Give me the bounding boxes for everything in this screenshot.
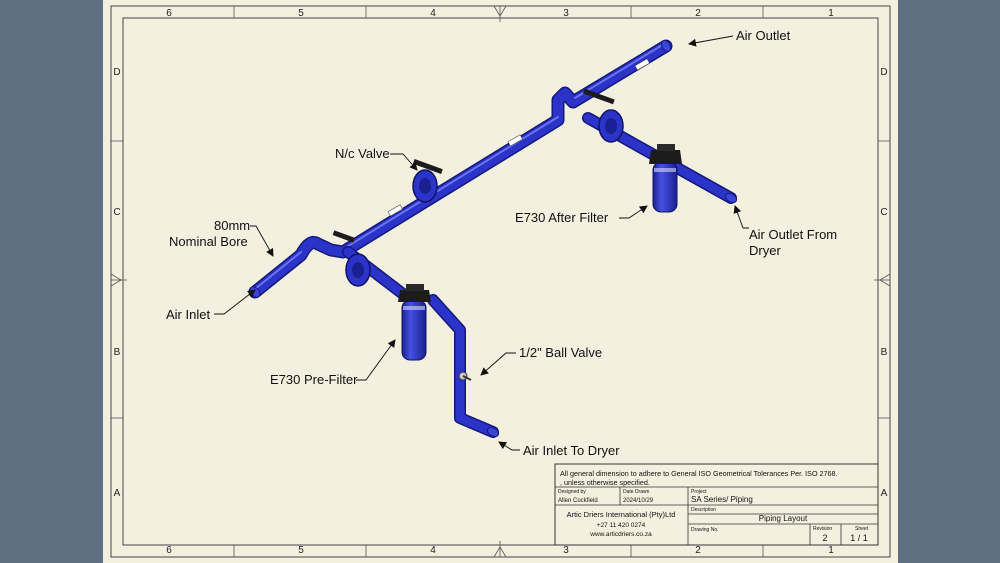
zone-col-bottom-1: 1 [828,545,834,556]
outer-border [110,5,891,558]
main-header-highlight [254,43,665,290]
zone-col-top-1: 1 [828,8,834,19]
flange-valve-outlet [582,88,624,143]
zone-row-left-d: D [113,67,120,78]
tb-sheet-label: Sheet [855,526,869,532]
prefilter-assembly [398,284,431,361]
zone-col-top-4: 4 [430,8,436,19]
tb-phone: +27 11 420 0274 [597,522,646,529]
zone-col-top-3: 3 [563,8,569,19]
tb-designed-by-label: Designed by [558,489,586,495]
callout-pre-filter: E730 Pre-Filter [270,372,358,387]
callout-air-inlet: Air Inlet [166,307,210,322]
inner-border [122,17,879,546]
zone-row-right-c: C [880,207,887,218]
zone-row-left-a: A [114,488,121,499]
zone-row-left-b: B [114,347,121,358]
tb-drawing-no-label: Drawing No. [691,527,719,533]
dryer-inlet-pipe-end [486,426,500,438]
callout-after-filter: E730 After Filter [515,210,609,225]
tb-description-label: Description [691,507,716,513]
tb-revision: 2 [822,533,827,543]
tb-description: Piping Layout [759,514,808,523]
zone-col-bottom-5: 5 [298,545,304,556]
tb-designed-by: Allen Cockfield [558,498,598,504]
zone-col-bottom-4: 4 [430,545,436,556]
callout-inlet-dryer: Air Inlet To Dryer [523,443,620,458]
tb-website: www.articdriers.co.za [589,531,652,538]
tb-company: Artic Driers International (Pty)Ltd [567,510,676,519]
tb-date: 2024/10/29 [623,498,654,504]
callout-outlet-dryer-line2: Dryer [749,243,781,258]
zone-row-left-c: C [113,207,120,218]
callout-nc-valve: N/c Valve [335,146,390,161]
leader-lines [214,35,749,451]
callout-outlet-dryer-line1: Air Outlet From [749,227,837,242]
zone-col-top-2: 2 [695,8,701,19]
drawing-sheet: 6 5 4 3 2 1 6 5 4 3 2 1 D C B A D C B A [103,0,898,563]
tb-date-label: Date Drawn [623,489,650,495]
zone-col-bottom-2: 2 [695,545,701,556]
tb-project-label: Project [691,489,707,495]
ball-valve [458,371,472,381]
tb-note-line2: , unless otherwise specified. [560,478,650,487]
air-outlet-pipe-end [660,39,672,53]
pipe-flow-tags [387,58,650,217]
tb-revision-label: Revision [813,526,832,532]
callout-ball-valve: 1/2" Ball Valve [519,345,602,360]
tb-note-line1: All general dimension to adhere to Gener… [560,469,838,478]
tb-sheet: 1 / 1 [850,533,868,543]
zone-ticks [111,6,890,557]
flange-valve-nc [412,158,443,203]
dryer-inlet-body [428,295,498,437]
zone-row-right-b: B [881,347,888,358]
dryer-outlet-pipe-end [724,192,738,204]
zone-col-bottom-3: 3 [563,545,569,556]
center-markers [110,5,891,558]
afterfilter-assembly [649,144,682,213]
callout-air-outlet: Air Outlet [736,28,791,43]
zone-col-bottom-6: 6 [166,545,172,556]
piping-drawing: 6 5 4 3 2 1 6 5 4 3 2 1 D C B A D C B A [110,5,891,558]
zone-col-top-6: 6 [166,8,172,19]
tb-project: SA Series/ Piping [691,495,753,504]
callout-bore-line2: Nominal Bore [169,234,248,249]
zone-col-top-5: 5 [298,8,304,19]
flange-valve-inlet [332,230,371,287]
zone-row-right-d: D [880,67,887,78]
main-header-pipe-body [250,41,671,297]
zone-row-right-a: A [881,488,888,499]
title-block [554,463,879,546]
callout-bore-line1: 80mm [214,218,250,233]
